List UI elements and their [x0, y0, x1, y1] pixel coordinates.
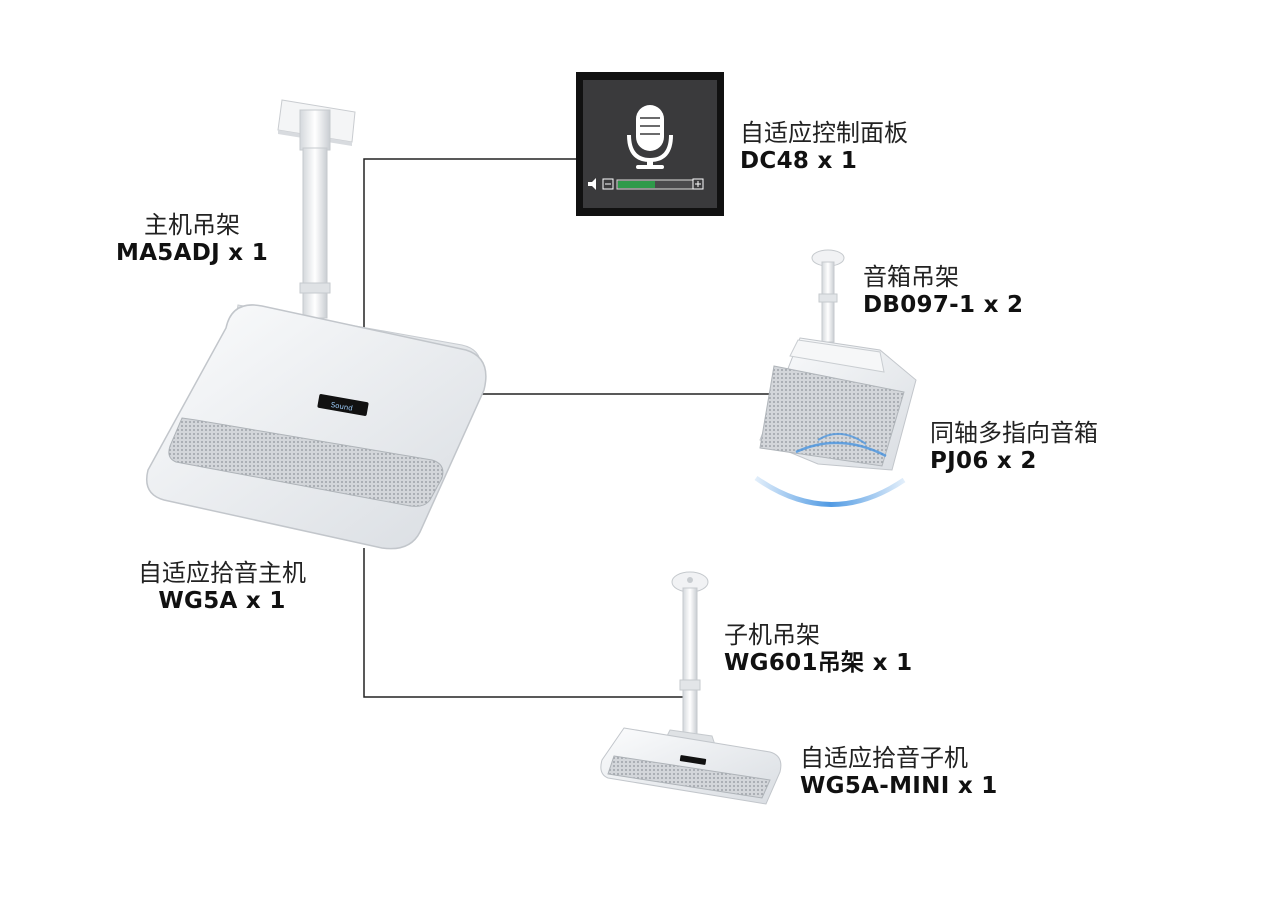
sub-bracket-image	[671, 571, 709, 739]
sub-bracket-name: 子机吊架	[724, 621, 820, 649]
main-bracket-model: MA5ADJ x 1	[116, 239, 268, 266]
sub-unit-image	[600, 727, 782, 805]
volume-level-bar	[618, 181, 655, 188]
speaker-bracket-model: DB097-1 x 2	[863, 291, 1024, 318]
plus-icon	[692, 178, 704, 190]
sub-unit-model: WG5A-MINI x 1	[800, 772, 998, 799]
line-main-to-sub	[363, 548, 690, 698]
speaker-model: PJ06 x 2	[930, 447, 1037, 474]
main-bracket-name: 主机吊架	[144, 211, 240, 239]
control-panel-model: DC48 x 1	[740, 147, 858, 174]
main-bracket-image	[277, 99, 356, 319]
main-unit-image: Sound	[146, 304, 487, 550]
main-unit-name: 自适应拾音主机	[138, 559, 306, 587]
control-panel-image	[576, 72, 724, 216]
control-panel-name: 自适应控制面板	[740, 119, 908, 147]
svg-text:Sound: Sound	[330, 401, 353, 413]
label-main-bracket: 主机吊架 MA5ADJ x 1	[112, 211, 272, 266]
main-unit-model: WG5A x 1	[158, 587, 286, 614]
speaker-name: 同轴多指向音箱	[930, 419, 1098, 447]
label-speaker-bracket: 音箱吊架 DB097-1 x 2	[863, 263, 1024, 318]
speaker-image	[754, 337, 917, 507]
label-sub-unit: 自适应拾音子机 WG5A-MINI x 1	[800, 744, 998, 799]
minus-icon	[602, 178, 614, 190]
speaker-bracket-image	[811, 249, 845, 343]
speaker-volume-icon	[588, 178, 596, 190]
line-main-to-panel	[363, 158, 576, 335]
label-control-panel: 自适应控制面板 DC48 x 1	[740, 119, 908, 174]
label-main-unit: 自适应拾音主机 WG5A x 1	[112, 559, 332, 614]
speaker-bracket-name: 音箱吊架	[863, 263, 959, 291]
sub-bracket-model: WG601吊架 x 1	[724, 649, 913, 676]
sub-unit-name: 自适应拾音子机	[800, 744, 968, 772]
microphone-icon	[627, 105, 673, 169]
label-sub-bracket: 子机吊架 WG601吊架 x 1	[724, 621, 913, 676]
connection-lines	[363, 158, 790, 698]
label-speaker: 同轴多指向音箱 PJ06 x 2	[930, 419, 1098, 474]
